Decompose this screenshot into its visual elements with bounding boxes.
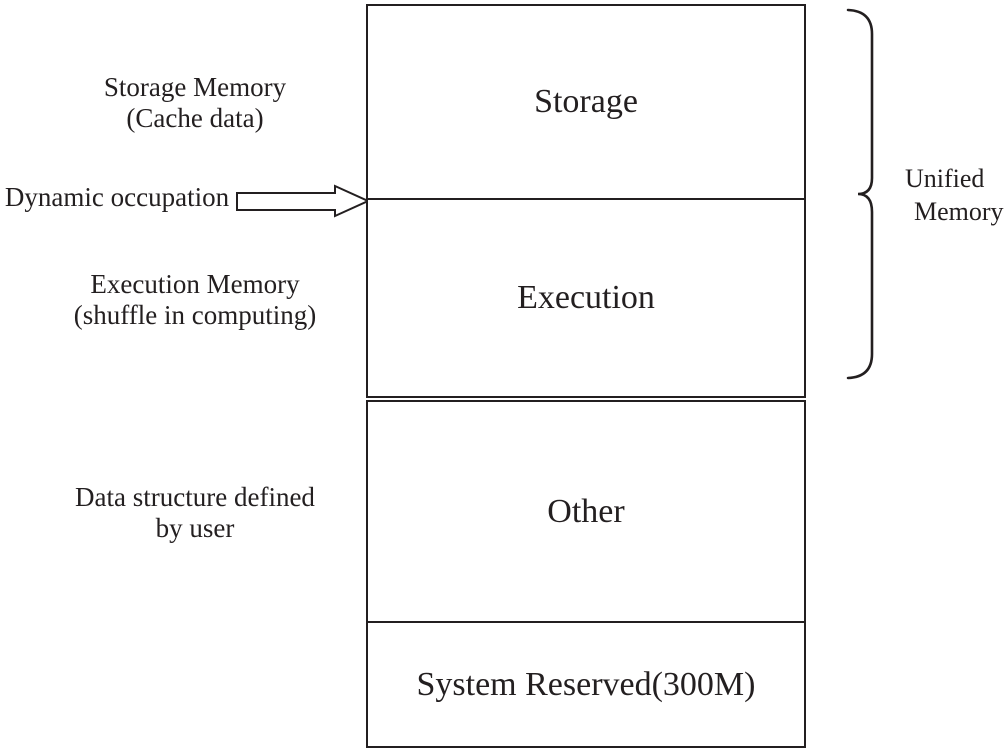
lower-memory-box: Other System Reserved(300M)	[366, 400, 806, 748]
storage-memory-annotation: Storage Memory (Cache data)	[0, 72, 390, 134]
execution-memory-annotation: Execution Memory (shuffle in computing)	[0, 269, 390, 331]
data-structure-annotation-line1: Data structure defined	[75, 482, 315, 512]
right-arrow-icon	[236, 184, 370, 218]
data-structure-annotation: Data structure defined by user	[0, 482, 390, 544]
execution-section-label: Execution	[517, 279, 655, 316]
unified-memory-box: Storage Execution	[366, 4, 806, 398]
system-reserved-section: System Reserved(300M)	[368, 623, 804, 746]
unified-memory-label-line1: Unified	[905, 164, 985, 193]
unified-memory-label-line2: Memory	[914, 197, 1004, 226]
storage-section-label: Storage	[534, 83, 638, 120]
storage-memory-annotation-line2: (Cache data)	[126, 103, 264, 133]
curly-brace-icon	[846, 8, 874, 380]
storage-memory-annotation-line1: Storage Memory	[103, 72, 287, 102]
storage-section: Storage	[368, 6, 804, 200]
other-section-label: Other	[547, 492, 625, 530]
other-section: Other	[368, 402, 804, 623]
system-reserved-section-label: System Reserved(300M)	[416, 665, 756, 703]
execution-section: Execution	[368, 200, 804, 396]
unified-memory-label: Unified Memory	[898, 162, 1005, 228]
execution-memory-annotation-line2: (shuffle in computing)	[73, 300, 317, 330]
dynamic-occupation-label: Dynamic occupation	[4, 182, 230, 212]
dynamic-occupation-annotation: Dynamic occupation	[1, 182, 233, 213]
data-structure-annotation-line2: by user	[155, 513, 235, 543]
execution-memory-annotation-line1: Execution Memory	[90, 269, 300, 299]
